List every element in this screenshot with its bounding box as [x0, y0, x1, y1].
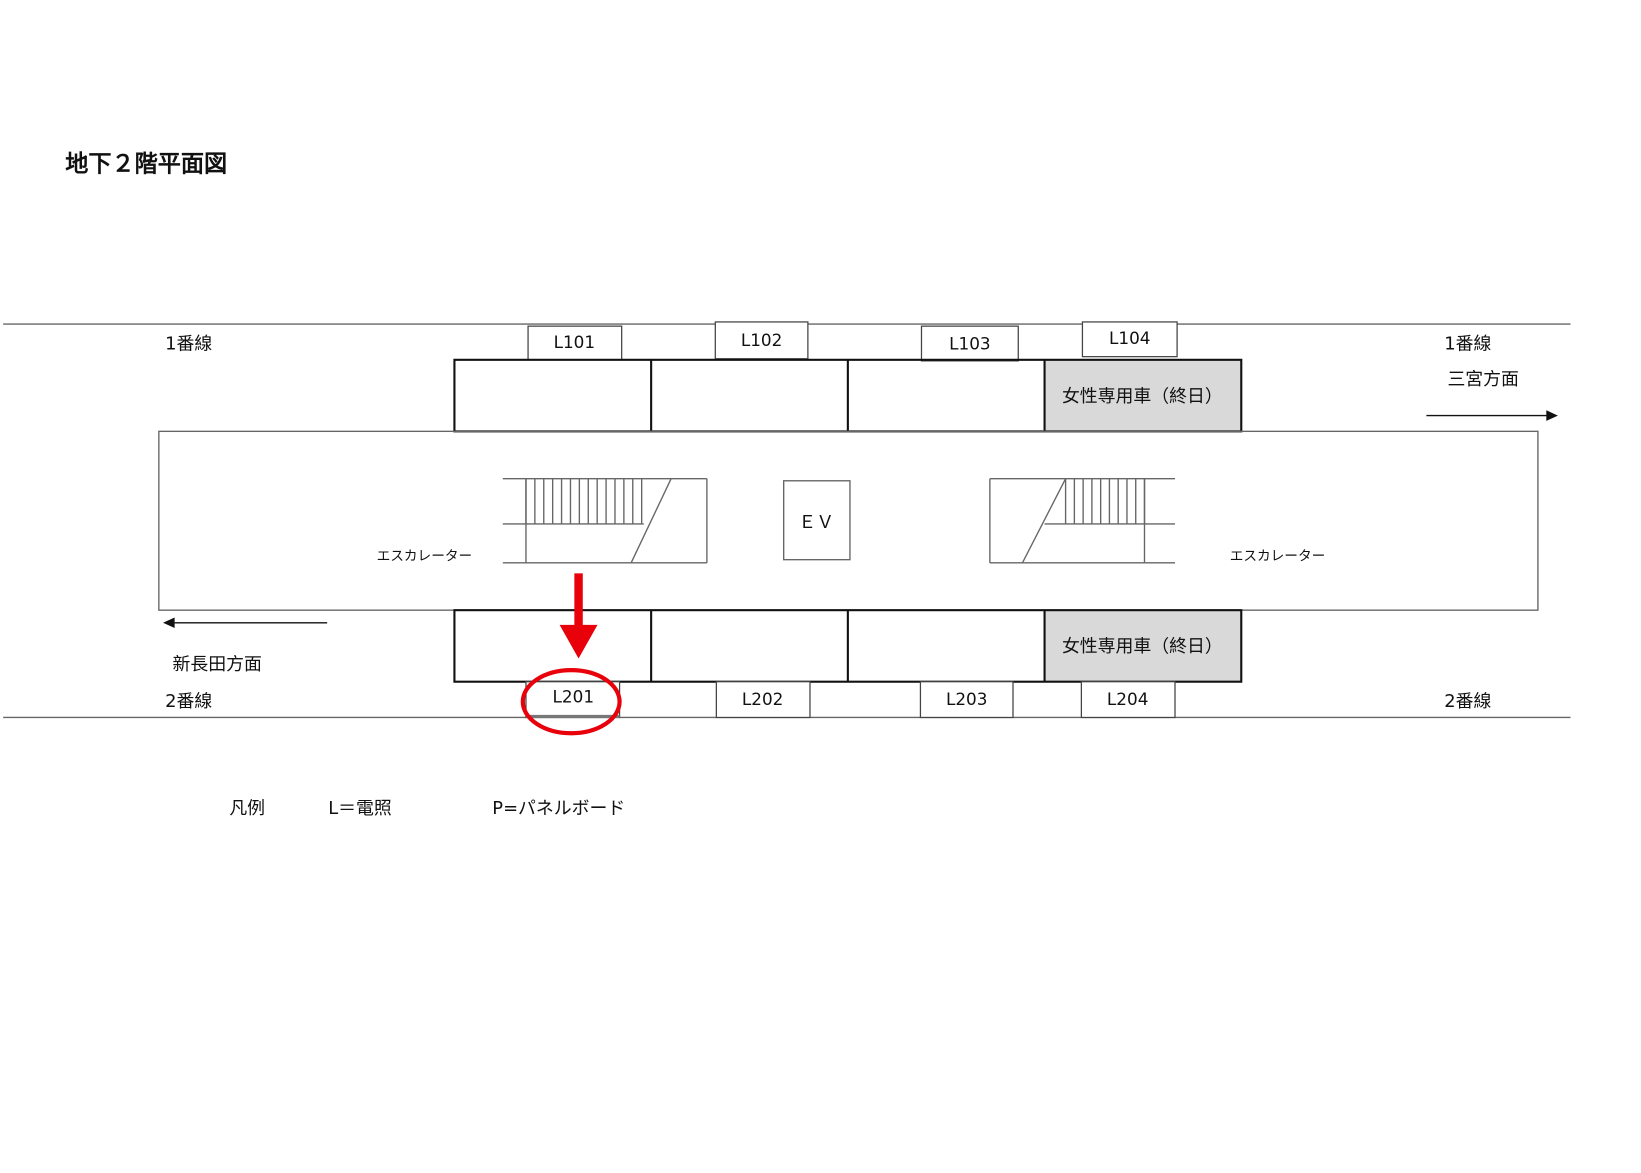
highlight-circle: [520, 668, 622, 736]
stair-steps: [525, 478, 643, 524]
light-box-l104[interactable]: [1081, 321, 1178, 358]
highlight-marker: [520, 573, 622, 736]
arrow-left-icon: [163, 617, 175, 629]
light-label: L101: [554, 332, 595, 352]
light-box-l103[interactable]: [920, 325, 1019, 362]
escalator-label: エスカレーター: [1230, 549, 1326, 565]
escalator-label: エスカレーター: [377, 549, 473, 565]
elevator-label: ＥＶ: [798, 512, 834, 533]
light-label: L102: [741, 330, 782, 350]
escalator-right: エスカレーター: [989, 477, 1326, 565]
escalator-left: エスカレーター: [377, 477, 708, 565]
light-box-l101[interactable]: [527, 325, 623, 361]
track-2-label-right: 2番線: [1444, 691, 1491, 712]
legend-l: L＝電照: [328, 798, 392, 819]
legend: 凡例 L＝電照 P=パネルボード: [229, 798, 625, 819]
platform-area: [158, 430, 1539, 611]
light-box-l202[interactable]: [715, 681, 811, 719]
light-label: L103: [949, 333, 990, 353]
light-box-l203[interactable]: [919, 681, 1014, 719]
light-box-l204[interactable]: [1080, 681, 1176, 719]
page-title: 地下２階平面図: [65, 152, 227, 178]
red-arrow-shaft: [574, 573, 583, 629]
car-row-bottom: 女性専用車（終日）: [453, 609, 1243, 683]
light-label: L104: [1109, 328, 1150, 348]
direction-sannomiya: 三宮方面: [1447, 369, 1518, 390]
light-label: L203: [946, 689, 987, 709]
track-1-label-right: 1番線: [1444, 333, 1491, 354]
light-label: L201: [553, 687, 595, 707]
track-2-label-left: 2番線: [165, 691, 212, 712]
women-car-area: [1044, 359, 1242, 432]
light-box-l102[interactable]: [714, 321, 809, 360]
legend-p: P=パネルボード: [492, 798, 625, 819]
women-car-area: [1044, 610, 1242, 682]
red-arrow-down-icon: [559, 624, 598, 659]
stair-steps: [1064, 478, 1146, 524]
light-label: L204: [1107, 689, 1149, 709]
light-label: L202: [742, 689, 784, 709]
light-boxes-bottom: L201 L202 L203 L204: [525, 681, 1176, 719]
legend-title: 凡例: [229, 798, 265, 819]
light-boxes-top: L101 L102 L103 L104: [527, 321, 1178, 362]
direction-shin-nagata: 新長田方面: [173, 654, 262, 675]
elevator[interactable]: [782, 480, 851, 561]
women-only-car-label: 女性専用車（終日）: [1062, 636, 1223, 657]
arrow-right-icon: [1546, 410, 1558, 421]
track-1-label-left: 1番線: [165, 333, 212, 354]
car-row-top: 女性専用車（終日）: [453, 358, 1243, 433]
women-only-car-label: 女性専用車（終日）: [1062, 386, 1223, 407]
